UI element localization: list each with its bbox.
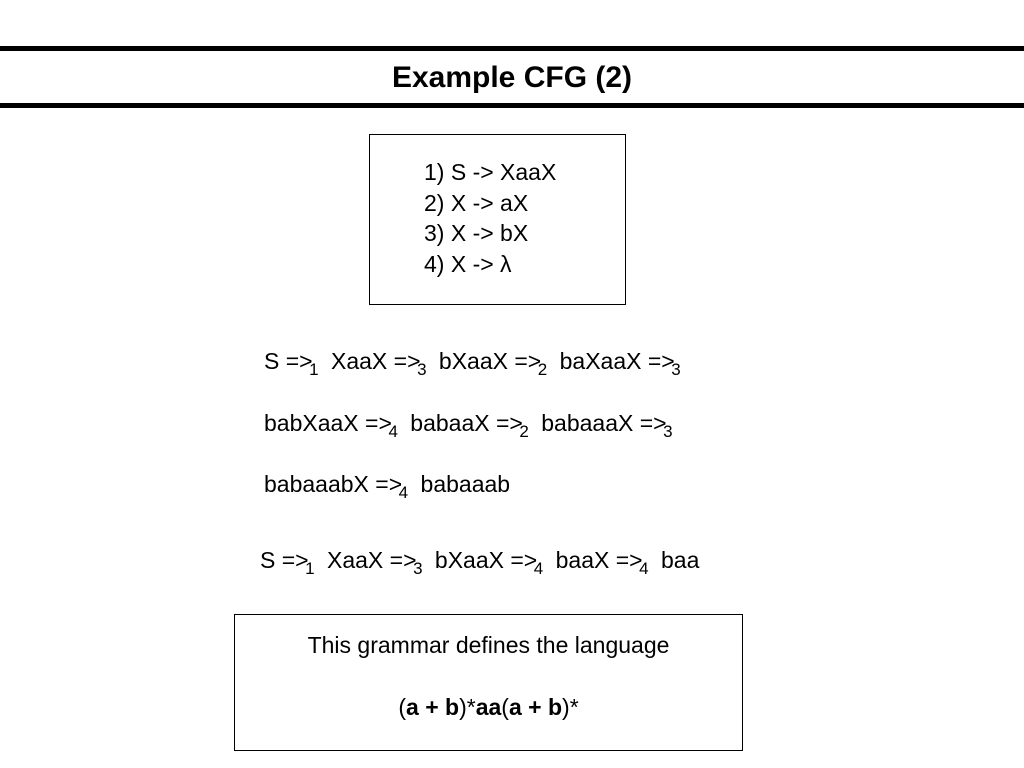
rule-number: 4 [398, 483, 409, 502]
rule-number: 3 [413, 559, 423, 578]
step-form: babaaX => [410, 410, 523, 436]
derivation-step: babXaaX =>4 [264, 408, 398, 441]
derivation-step: XaaX =>3 [327, 545, 423, 578]
regex-part: ( [398, 694, 407, 720]
derivation-step: babaaab [421, 469, 511, 499]
regex-part: ( [501, 694, 509, 720]
derivation-step: bXaaX =>4 [434, 545, 543, 578]
step-form: babaaabX => [264, 471, 403, 497]
rule-number: 3 [417, 360, 427, 379]
derivation-step: baXaaX =>3 [559, 346, 681, 379]
derivation-step: babaaabX =>4 [264, 469, 408, 502]
step-form: XaaX => [331, 348, 421, 374]
step-form: baXaaX => [559, 348, 675, 374]
derivation-line-3: babaaabX =>4 babaaab [264, 469, 511, 502]
step-form: babaaab [420, 471, 511, 497]
grammar-rule-1: 1) S -> XaaX [424, 159, 557, 185]
bottom-rule [0, 103, 1024, 108]
rule-number: 4 [533, 559, 544, 578]
grammar-rule-4: 4) X -> λ [424, 250, 512, 277]
rule-number: 2 [537, 360, 548, 379]
language-regex: (a + b)*aa(a + b)* [235, 692, 742, 722]
derivation-step: bXaaX =>2 [438, 346, 547, 379]
step-form: S => [264, 348, 313, 374]
rule-number: 4 [388, 422, 398, 441]
derivation-step: S =>1 [260, 545, 315, 578]
derivation-step: S =>1 [264, 346, 319, 379]
regex-part: )* [562, 694, 579, 720]
rule-number: 1 [309, 360, 319, 379]
derivation-step: baa [661, 545, 699, 575]
grammar-rules-box: 1) S -> XaaX 2) X -> aX 3) X -> bX 4) X … [369, 134, 626, 305]
regex-part-bold: a + b [508, 694, 563, 720]
step-form: bXaaX => [438, 348, 542, 374]
step-form: babXaaX => [264, 410, 392, 436]
derivation-line-2: babXaaX =>4 babaaX =>2 babaaaX =>3 [264, 408, 673, 441]
rule-number: 4 [639, 559, 649, 578]
derivation-line-1: S =>1 XaaX =>3 bXaaX =>2 baXaaX =>3 [264, 346, 681, 379]
derivation-step: babaaX =>2 [410, 408, 529, 441]
rule-number: 2 [519, 422, 529, 441]
step-form: bXaaX => [434, 547, 538, 573]
language-caption: This grammar defines the language [307, 632, 670, 658]
step-form: baaX => [555, 547, 643, 573]
rule-number: 1 [305, 559, 315, 578]
regex-part-bold: a + b [406, 694, 460, 720]
derivation-step: XaaX =>3 [331, 346, 427, 379]
slide-title: Example CFG (2) [391, 61, 633, 94]
rule-number: 3 [671, 360, 681, 379]
grammar-rule-2: 2) X -> aX [424, 189, 529, 216]
step-form: babaaaX => [541, 410, 667, 436]
regex-part: )* [459, 694, 476, 720]
grammar-rule-list: 1) S -> XaaX 2) X -> aX 3) X -> bX 4) X … [424, 157, 556, 279]
derivation-step: baaX =>4 [555, 545, 649, 578]
regex-part-bold: aa [475, 694, 502, 720]
grammar-rule-3: 3) X -> bX [424, 220, 529, 246]
step-form: baa [660, 547, 700, 573]
top-rule [0, 46, 1024, 51]
language-box: This grammar defines the language (a + b… [234, 614, 743, 751]
derivation-step: babaaaX =>3 [541, 408, 672, 441]
derivation-short-line: S =>1 XaaX =>3 bXaaX =>4 baaX =>4 baa [260, 545, 699, 578]
step-form: S => [260, 547, 309, 573]
rule-number: 3 [663, 422, 673, 441]
step-form: XaaX => [327, 547, 417, 573]
